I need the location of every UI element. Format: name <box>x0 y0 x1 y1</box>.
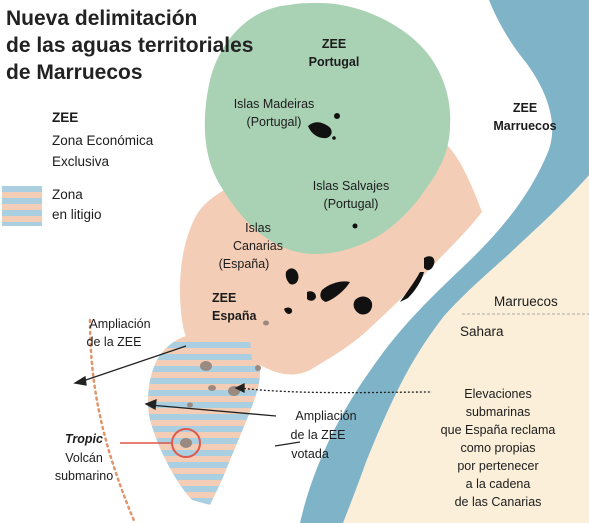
annotation-ampliacion-1: Ampliación <box>89 317 150 331</box>
seamount <box>208 385 216 391</box>
label-madeira-1: Islas Madeiras <box>234 97 315 111</box>
land-africa <box>343 175 589 523</box>
annotation-elev-6: a la cadena <box>466 477 531 491</box>
legend-dispute-line2: en litigio <box>52 207 102 222</box>
island-tenerife <box>320 281 350 302</box>
annotation-votada-3: votada <box>291 447 329 461</box>
seamount-tropic <box>180 438 192 448</box>
seamount <box>200 361 212 371</box>
legend-dispute-swatch <box>2 186 42 226</box>
label-zee-portugal-2: Portugal <box>309 55 360 69</box>
annotation-ampliacion-2: de la ZEE <box>87 335 142 349</box>
annotation-tropic-2: Volcán <box>65 451 103 465</box>
label-madeira-2: (Portugal) <box>247 115 302 129</box>
island-madeira <box>308 122 332 139</box>
annotation-elev-1: Elevaciones <box>464 387 531 401</box>
annotation-elev-3: que España reclama <box>441 423 556 437</box>
arrows <box>73 345 433 447</box>
legend-dispute-line1: Zona <box>52 187 83 202</box>
seamount <box>255 365 261 371</box>
annotation-votada-1: Ampliación <box>295 409 356 423</box>
island-lanzarote <box>424 256 435 271</box>
label-zee-espana-2: España <box>212 309 258 323</box>
island-desertas <box>332 136 336 140</box>
annotation-tropic-name: Tropic <box>65 432 103 446</box>
label-zee-portugal-1: ZEE <box>322 37 346 51</box>
annotation-votada-2: de la ZEE <box>291 428 346 442</box>
label-zee-marruecos-2: Marruecos <box>493 119 556 133</box>
seamount <box>263 320 269 326</box>
island-porto-santo <box>334 113 340 119</box>
island-salvajes <box>352 223 358 229</box>
label-canarias-1: Islas <box>245 221 271 235</box>
island-gran-canaria <box>353 296 373 315</box>
label-zee-marruecos-1: ZEE <box>513 101 537 115</box>
island-fuerteventura <box>400 272 424 302</box>
annotation-elev-5: por pertenecer <box>457 459 538 473</box>
island-la-palma <box>285 268 299 285</box>
title: Nueva delimitación de las aguas territor… <box>6 7 253 84</box>
disputed-zone <box>148 336 260 505</box>
label-marruecos: Marruecos <box>494 294 558 309</box>
label-canarias-2: Canarias <box>233 239 283 253</box>
title-line-2: de las aguas territoriales <box>6 34 253 57</box>
annotation-elev-7: de las Canarias <box>455 495 542 509</box>
annotation-tropic-3: submarino <box>55 469 113 483</box>
legend-zee-line2: Exclusiva <box>52 154 110 169</box>
island-la-gomera <box>307 291 316 301</box>
title-line-3: de Marruecos <box>6 61 143 84</box>
label-canarias-3: (España) <box>219 257 270 271</box>
title-line-1: Nueva delimitación <box>6 7 197 30</box>
annotation-elev-4: como propias <box>460 441 535 455</box>
annotation-elev-2: submarinas <box>466 405 531 419</box>
label-sahara: Sahara <box>460 324 504 339</box>
legend: ZEE Zona Económica Exclusiva Zona en lit… <box>2 110 154 226</box>
legend-zee-title: ZEE <box>52 110 78 125</box>
label-salvajes-1: Islas Salvajes <box>313 179 389 193</box>
island-el-hierro <box>284 307 293 314</box>
islands <box>284 113 435 315</box>
seamount <box>187 402 193 408</box>
label-zee-espana-1: ZEE <box>212 291 236 305</box>
label-salvajes-2: (Portugal) <box>324 197 379 211</box>
legend-zee-line1: Zona Económica <box>52 133 154 148</box>
